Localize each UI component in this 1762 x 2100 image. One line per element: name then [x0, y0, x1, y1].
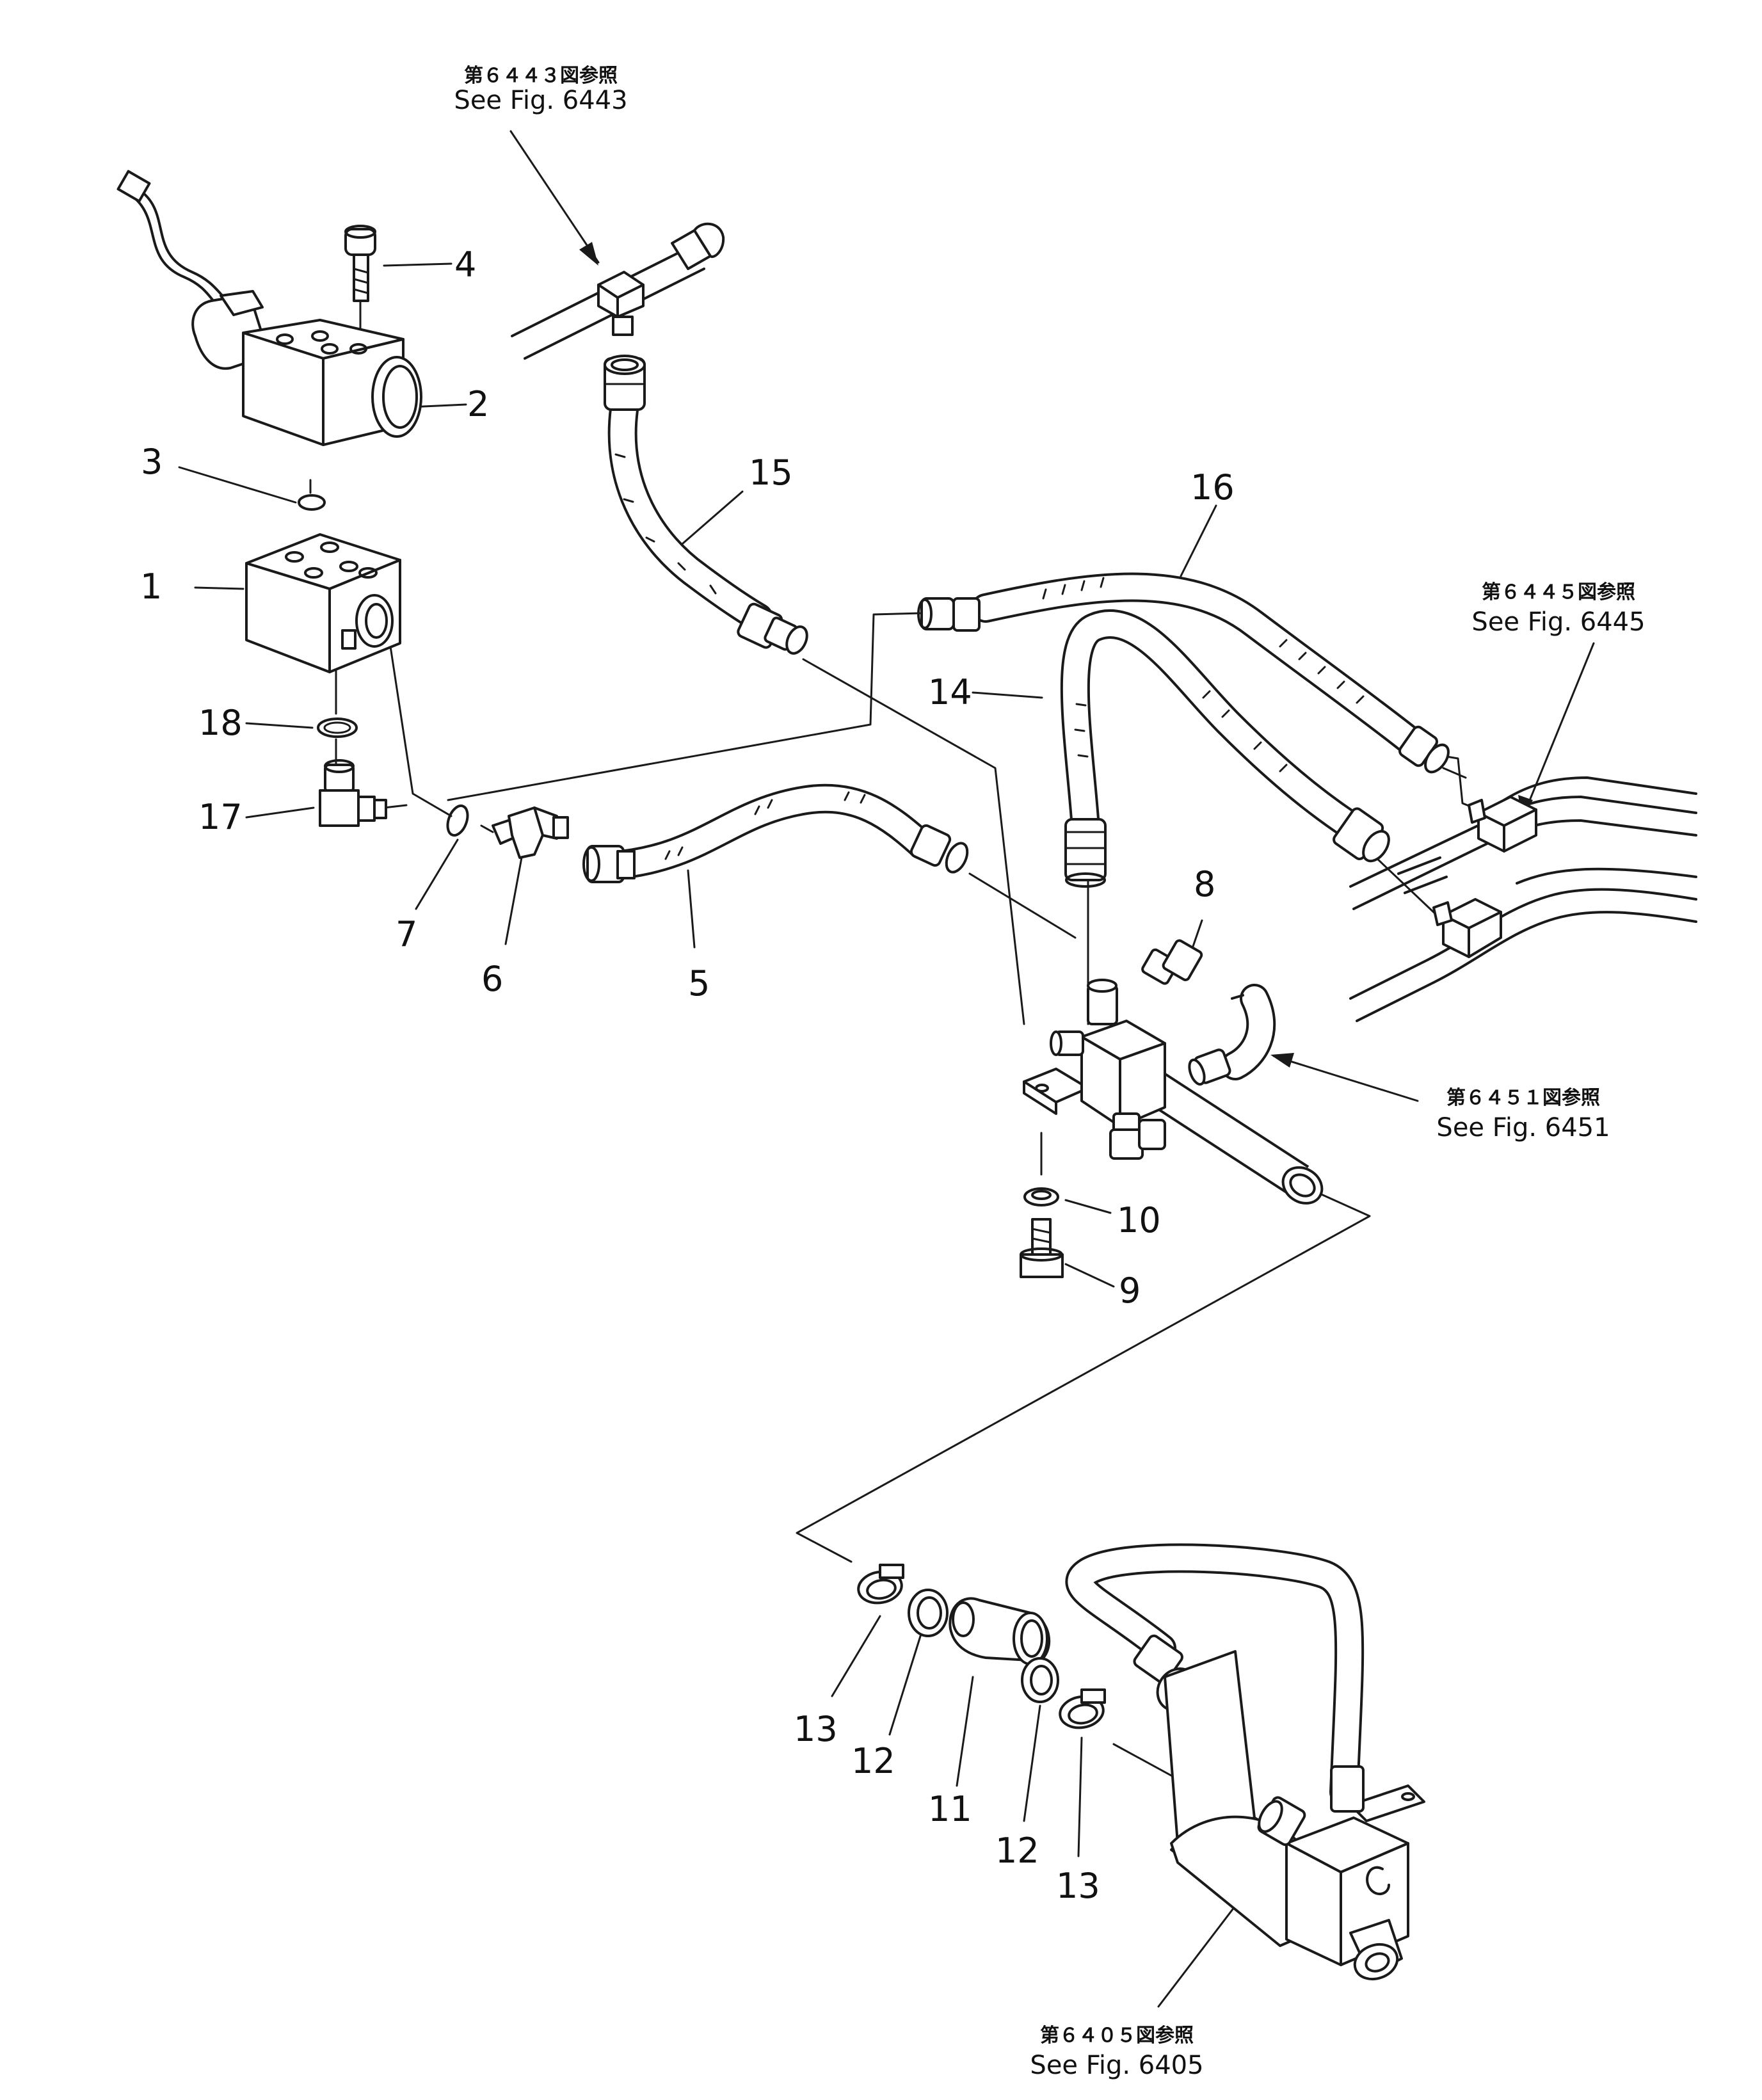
part-label-4: 4	[454, 244, 476, 285]
clamp-kit	[857, 1564, 1106, 1729]
part-label-15: 15	[749, 453, 793, 493]
part-label-14: 14	[928, 672, 972, 712]
part-label-6: 6	[481, 959, 503, 999]
washer-part-10	[1023, 1187, 1059, 1206]
bolt-part-9	[1020, 1218, 1064, 1278]
reference-arrows	[509, 130, 1595, 2008]
ref-6405-en: See Fig. 6405	[1030, 2051, 1203, 2080]
part-label-7: 7	[396, 914, 417, 954]
hose-fig-6451	[1188, 984, 1276, 1086]
o-ring-part-3	[298, 494, 326, 511]
ref-6405-jp: 第６４０５図参照	[1040, 2024, 1194, 2047]
part-label-18: 18	[198, 703, 243, 743]
ref-6445-en: See Fig. 6445	[1471, 607, 1645, 637]
part-label-10: 10	[1117, 1200, 1161, 1240]
top-tee-pipe	[511, 222, 725, 360]
part-number-labels: 1 2 3 4 5 6 7 8 9 10 11 12 12 13 13 14 1…	[140, 244, 1235, 1906]
part-label-12-right: 12	[995, 1831, 1039, 1871]
hose-part-14	[1060, 609, 1390, 888]
part-label-17: 17	[198, 797, 243, 837]
ref-6445-jp: 第６４４５図参照	[1482, 581, 1635, 604]
part-label-16: 16	[1190, 467, 1235, 508]
ref-6443-en: See Fig. 6443	[454, 86, 627, 115]
solenoid-valve-part-2	[116, 170, 422, 446]
part-label-1: 1	[140, 566, 162, 607]
hose-part-16	[917, 572, 1450, 774]
cross-fitting-part-8	[1023, 939, 1324, 1205]
ref-6443-jp: 第６４４３図参照	[464, 65, 618, 87]
ref-6451-en: See Fig. 6451	[1436, 1113, 1610, 1142]
right-pipes	[1349, 776, 1697, 1022]
elbow-fitting-part-17	[319, 759, 387, 827]
bottom-assembly	[1065, 1543, 1425, 1981]
hose-part-15	[604, 355, 808, 655]
elbow-fitting-part-6	[492, 806, 569, 859]
bolt-part-4	[344, 225, 376, 302]
part-label-2: 2	[467, 384, 489, 424]
part-label-3: 3	[141, 442, 163, 482]
figure-references: 第６４４３図参照 See Fig. 6443 第６４４５図参照 See Fig.…	[454, 65, 1645, 2080]
o-ring-part-7	[446, 804, 469, 837]
hose-part-5	[582, 783, 969, 883]
part-label-8: 8	[1194, 864, 1215, 904]
part-label-12-left: 12	[851, 1741, 895, 1781]
part-label-13-left: 13	[794, 1709, 838, 1749]
part-label-9: 9	[1119, 1270, 1141, 1311]
connection-lines	[178, 262, 1480, 1857]
ref-6451-jp: 第６４５１図参照	[1446, 1087, 1600, 1109]
part-label-11: 11	[928, 1789, 972, 1829]
part-label-5: 5	[688, 963, 710, 1004]
valve-block-part-1	[245, 533, 401, 673]
part-label-13-right: 13	[1056, 1866, 1100, 1906]
o-ring-part-18	[317, 717, 358, 738]
